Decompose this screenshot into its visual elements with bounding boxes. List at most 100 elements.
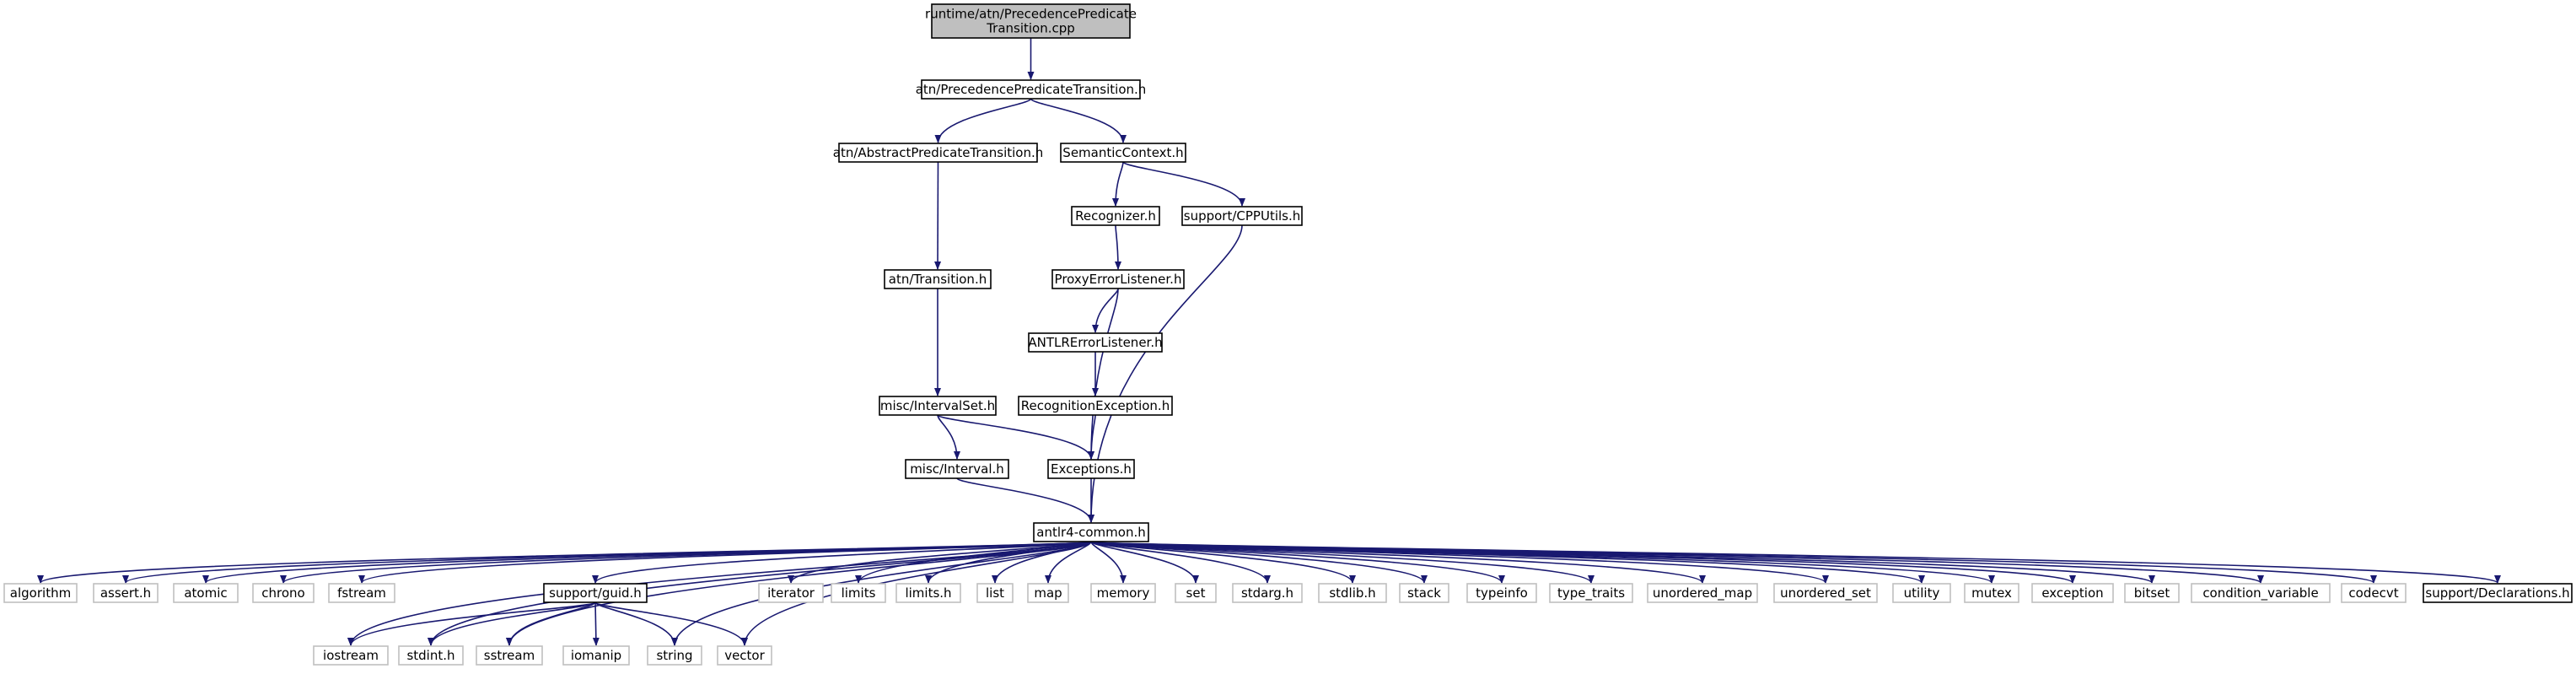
node-label: stdarg.h xyxy=(1241,585,1293,601)
node-label: string xyxy=(656,648,692,663)
node-algorithm: algorithm xyxy=(3,583,78,603)
node-mutex: mutex xyxy=(1964,583,2019,603)
node-label: atomic xyxy=(184,585,227,601)
node-box xyxy=(1232,583,1303,603)
node-guid-h[interactable]: support/guid.h xyxy=(543,583,648,603)
node-box xyxy=(2191,583,2331,603)
node-label: chrono xyxy=(261,585,304,601)
node-box xyxy=(1047,459,1135,479)
node-box xyxy=(398,645,464,666)
node-box xyxy=(1466,583,1537,603)
node-limits: limits xyxy=(831,583,886,603)
node-box xyxy=(758,583,824,603)
node-label: map xyxy=(1034,585,1062,601)
node-label: mutex xyxy=(1971,585,2012,601)
node-box xyxy=(562,645,630,666)
node-label: utility xyxy=(1904,585,1940,601)
node-stdarg-h: stdarg.h xyxy=(1232,583,1303,603)
node-box xyxy=(1318,583,1387,603)
node-atomic: atomic xyxy=(173,583,239,603)
node-box xyxy=(328,583,395,603)
node-chrono: chrono xyxy=(252,583,315,603)
node-box xyxy=(905,459,1009,479)
edge-intervalset_h-to-interval_h xyxy=(937,414,960,460)
node-common-h[interactable]: antlr4-common.h xyxy=(1033,522,1149,542)
edge-interval_h-to-common_h xyxy=(956,477,1094,523)
node-box xyxy=(2423,583,2573,603)
node-unordered-map: unordered_map xyxy=(1647,583,1758,603)
edge-guid_h-to-sstream xyxy=(506,601,596,646)
node-label: typeinfo xyxy=(1476,585,1528,601)
node-box xyxy=(1181,206,1303,226)
node-label: antlr4-common.h xyxy=(1036,525,1145,540)
node-label: bitset xyxy=(2134,585,2170,601)
node-label: list xyxy=(986,585,1004,601)
node-label: limits xyxy=(842,585,876,601)
node-recognizer-h[interactable]: Recognizer.h xyxy=(1071,206,1160,226)
node-intervalset-h[interactable]: misc/IntervalSet.h xyxy=(879,396,997,416)
edge-ppt_h-to-semctx_h xyxy=(1030,98,1127,143)
node-assert-h: assert.h xyxy=(93,583,159,603)
node-label: algorithm xyxy=(10,585,71,601)
node-label: condition_variable xyxy=(2202,585,2318,601)
edge-common_h-to-vector xyxy=(741,541,1092,646)
node-fstream: fstream xyxy=(328,583,395,603)
edge-semctx_h-to-cpputils_h xyxy=(1122,161,1245,207)
node-label: runtime/atn/PrecedencePredicate xyxy=(925,7,1137,22)
node-box xyxy=(476,645,543,666)
node-label: misc/Interval.h xyxy=(910,461,1004,477)
node-apt-h[interactable]: atn/AbstractPredicateTransition.h xyxy=(833,143,1044,163)
node-box xyxy=(1549,583,1633,603)
node-antlrerr-h[interactable]: ANTLRErrorListener.h xyxy=(1028,332,1163,353)
node-utility: utility xyxy=(1892,583,1951,603)
node-label: SemanticContext.h xyxy=(1062,145,1183,160)
edge-guid_h-to-iomanip xyxy=(592,601,600,646)
node-recexc-h[interactable]: RecognitionException.h xyxy=(1018,396,1173,416)
node-box xyxy=(1018,396,1173,416)
node-label: Exceptions.h xyxy=(1051,461,1132,477)
node-vector: vector xyxy=(717,645,772,666)
edge-guid_h-to-string xyxy=(594,601,678,646)
node-limits-h: limits.h xyxy=(895,583,961,603)
node-box xyxy=(838,143,1038,163)
node-label: sstream xyxy=(484,648,535,663)
node-box xyxy=(1773,583,1878,603)
node-box xyxy=(1060,143,1186,163)
node-root[interactable]: runtime/atn/PrecedencePredicateTransitio… xyxy=(925,3,1137,39)
node-box xyxy=(252,583,315,603)
node-exceptions-h[interactable]: Exceptions.h xyxy=(1047,459,1135,479)
node-iterator: iterator xyxy=(758,583,824,603)
node-box xyxy=(543,583,648,603)
node-ppt-h[interactable]: atn/PrecedencePredicateTransition.h xyxy=(916,79,1147,100)
node-label: support/guid.h xyxy=(549,585,642,601)
node-cpputils-h[interactable]: support/CPPUtils.h xyxy=(1181,206,1303,226)
node-stdlib-h: stdlib.h xyxy=(1318,583,1387,603)
node-box xyxy=(1647,583,1758,603)
node-interval-h[interactable]: misc/Interval.h xyxy=(905,459,1009,479)
node-proxy-h[interactable]: ProxyErrorListener.h xyxy=(1051,269,1185,289)
node-box xyxy=(1964,583,2019,603)
node-box xyxy=(647,645,702,666)
node-box xyxy=(1033,522,1149,542)
node-memory: memory xyxy=(1090,583,1156,603)
node-stack: stack xyxy=(1399,583,1449,603)
node-declarations-h[interactable]: support/Declarations.h xyxy=(2423,583,2573,603)
edge-common_h-to-guid_h xyxy=(592,541,1092,584)
node-semctx-h[interactable]: SemanticContext.h xyxy=(1060,143,1186,163)
node-box xyxy=(173,583,239,603)
node-label: support/CPPUtils.h xyxy=(1184,208,1301,224)
node-type-traits: type_traits xyxy=(1549,583,1633,603)
node-label: unordered_set xyxy=(1780,585,1871,601)
node-list: list xyxy=(976,583,1014,603)
node-label: stdlib.h xyxy=(1329,585,1375,601)
node-box xyxy=(895,583,961,603)
node-box xyxy=(313,645,389,666)
node-sstream: sstream xyxy=(476,645,543,666)
node-label: set xyxy=(1186,585,1206,601)
node-typeinfo: typeinfo xyxy=(1466,583,1537,603)
node-transition-h[interactable]: atn/Transition.h xyxy=(884,269,992,289)
node-iomanip: iomanip xyxy=(562,645,630,666)
edge-common_h-to-memory xyxy=(1090,541,1127,584)
node-condition-variable: condition_variable xyxy=(2191,583,2331,603)
